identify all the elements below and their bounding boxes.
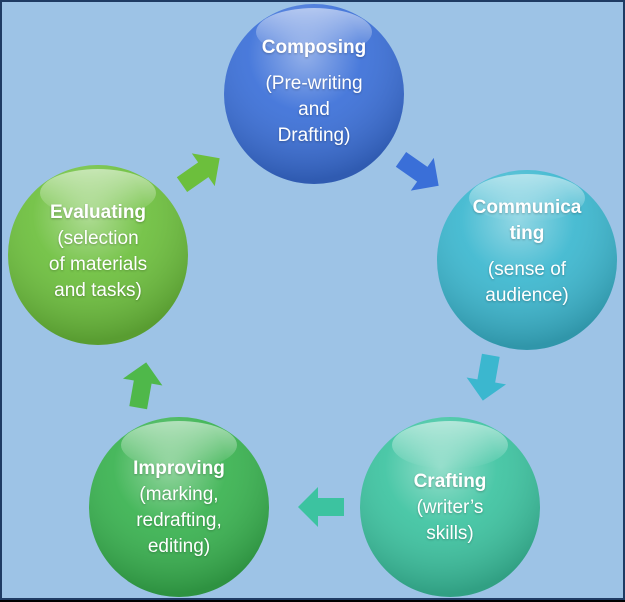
node-title: Composing [261,37,367,58]
arrow-evaluating-to-composing [176,153,220,192]
node-detail: (Pre-writing and Drafting) [265,73,363,146]
node-composing-circle [224,4,404,184]
node-detail: (marking, redrafting, editing) [136,484,222,557]
arrow-crafting-to-improving [298,487,344,527]
node-title: Evaluating [49,202,147,223]
node-composing-label: Composing (Pre-writing and Drafting) [224,35,404,149]
node-crafting-label: Crafting (writer’s skills) [360,469,540,547]
arrow-shape [395,152,439,191]
arrow-shape [176,153,220,192]
node-evaluating-label: Evaluating (selection of materials and t… [8,200,188,304]
node-communicating-circle [437,170,617,350]
arrow-composing-to-communicating [395,152,439,191]
node-improving-circle [89,417,269,597]
node-title: Communica ting [472,197,582,244]
node-title: Crafting [413,471,487,492]
node-communicating-label: Communica ting (sense of audience) [437,195,617,309]
arrow-shape [122,362,163,410]
node-detail: (sense of audience) [485,259,569,306]
arrow-improving-to-evaluating [122,362,163,410]
node-crafting-circle [360,417,540,597]
node-improving-label: Improving (marking, redrafting, editing) [89,456,269,560]
arrow-shape [466,353,507,401]
node-title: Improving [133,458,225,479]
node-detail: (writer’s skills) [416,497,484,544]
arrow-communicating-to-crafting [466,353,507,401]
node-detail: (selection of materials and tasks) [48,228,148,301]
arrow-shape [298,487,344,527]
node-evaluating-circle [8,165,188,345]
